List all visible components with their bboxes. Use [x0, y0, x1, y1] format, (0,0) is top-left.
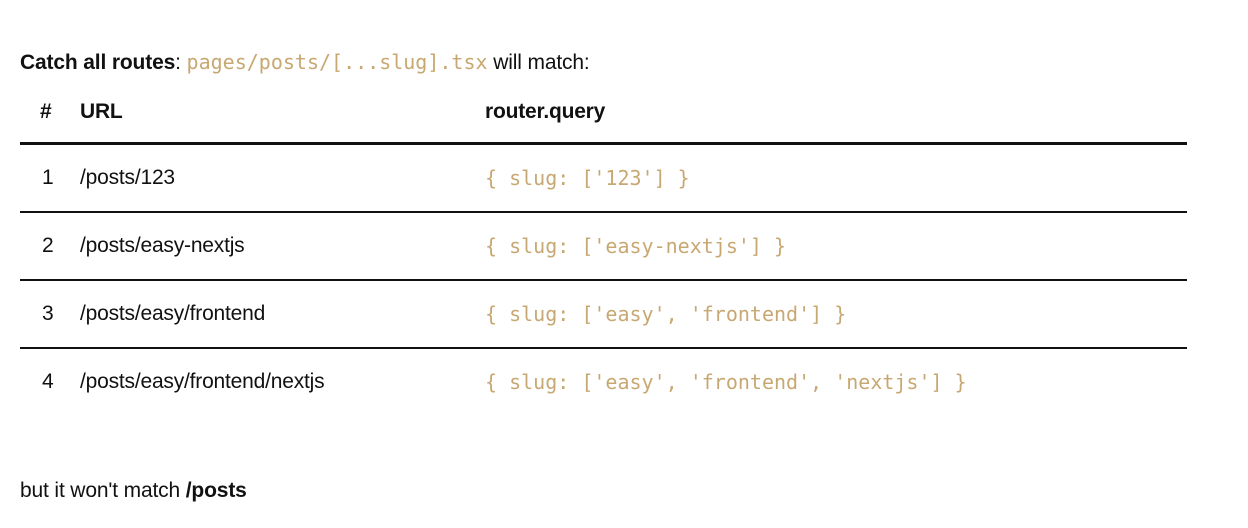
column-header-number: # [20, 100, 80, 145]
column-header-url: URL [80, 100, 485, 145]
intro-paragraph: Catch all routes: pages/posts/[...slug].… [20, 47, 590, 78]
table-row: 4 /posts/easy/frontend/nextjs { slug: ['… [20, 348, 1187, 415]
intro-separator: : [175, 51, 187, 74]
intro-lead-text: Catch all routes [20, 51, 176, 74]
cell-query-code: { slug: ['easy', 'frontend'] } [485, 301, 847, 326]
cell-query: { slug: ['easy', 'frontend', 'nextjs'] } [485, 348, 1187, 415]
table-row: 1 /posts/123 { slug: ['123'] } [20, 143, 1187, 213]
cell-number: 4 [42, 370, 54, 393]
cell-query: { slug: ['123'] } [485, 143, 1187, 213]
table-header-row: # URL router.query [20, 100, 1187, 145]
cell-url: /posts/easy/frontend [80, 280, 485, 349]
cell-query: { slug: ['easy', 'frontend'] } [485, 280, 1187, 349]
cell-url: /posts/easy-nextjs [80, 212, 485, 281]
table-row: 2 /posts/easy-nextjs { slug: ['easy-next… [20, 212, 1187, 281]
inline-code-filepath: pages/posts/[...slug].tsx [186, 50, 488, 74]
table-row: 3 /posts/easy/frontend { slug: ['easy', … [20, 280, 1187, 349]
outro-text: but it won't match [20, 479, 186, 502]
cell-query: { slug: ['easy-nextjs'] } [485, 212, 1187, 281]
cell-url: /posts/easy/frontend/nextjs [80, 370, 325, 393]
cell-query-code: { slug: ['123'] } [485, 165, 690, 190]
cell-query-code: { slug: ['easy', 'frontend', 'nextjs'] } [485, 369, 967, 394]
cell-query-code: { slug: ['easy-nextjs'] } [485, 233, 787, 258]
column-header-query: router.query [485, 100, 1187, 145]
cell-number: 3 [20, 280, 80, 349]
table-header: # URL router.query [20, 100, 1187, 145]
cell-number: 2 [20, 212, 80, 281]
cell-url: /posts/123 [80, 143, 485, 213]
cell-number: 1 [20, 143, 80, 213]
outro-paragraph: but it won't match /posts [20, 476, 247, 506]
outro-strong-path: /posts [185, 479, 247, 502]
routes-table: # URL router.query 1 /posts/123 { slug: … [20, 100, 1187, 415]
intro-tail-text: will match: [487, 51, 590, 74]
table-body: 1 /posts/123 { slug: ['123'] } 2 /posts/… [20, 143, 1187, 416]
